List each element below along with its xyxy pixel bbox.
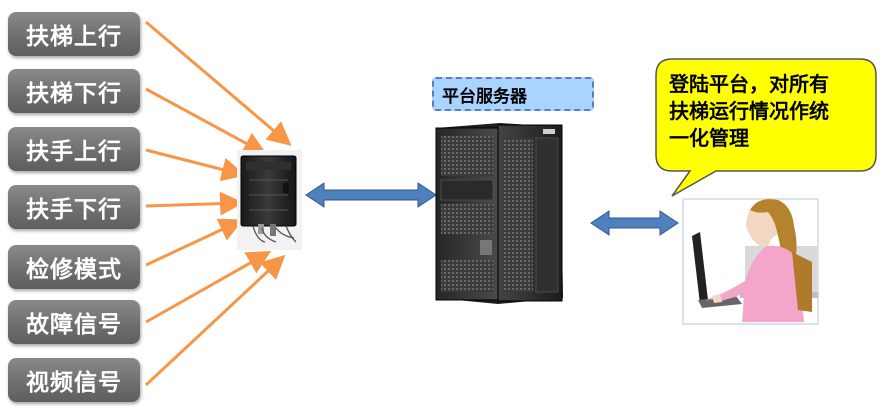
arrow-escalator-down	[145, 87, 268, 155]
bubble-line-3: 一化管理	[669, 126, 749, 150]
speech-bubble	[655, 58, 877, 197]
link-arrow-cabinet-server	[305, 182, 437, 208]
signal-box-handrail-down: 扶手下行	[8, 185, 140, 229]
arrow-maintenance-mode	[145, 218, 244, 267]
arrow-handrail-down	[145, 191, 244, 216]
arrow-video-signal	[144, 254, 286, 387]
link-arrow-server-user	[590, 210, 679, 236]
signal-box-escalator-down: 扶梯下行	[8, 69, 140, 113]
bubble-line-2: 扶梯运行情况作统	[669, 99, 829, 123]
server-label: 平台服务器	[432, 77, 594, 111]
input-arrows	[144, 20, 292, 387]
arrow-handrail-up	[145, 148, 246, 182]
signal-box-fault-signal: 故障信号	[8, 300, 140, 344]
bubble-text: 登陆平台，对所有 扶梯运行情况作统 一化管理	[669, 71, 869, 152]
signal-box-video-signal: 视频信号	[8, 358, 140, 402]
arrow-escalator-up	[145, 20, 292, 146]
signal-box-escalator-up: 扶梯上行	[8, 12, 140, 56]
controller-cabinet	[237, 150, 302, 250]
user-at-computer	[682, 198, 819, 325]
arrow-fault-signal	[145, 251, 272, 324]
server-rack	[435, 123, 563, 304]
bubble-line-1: 登陆平台，对所有	[669, 72, 829, 96]
signal-box-handrail-up: 扶手上行	[8, 127, 140, 171]
signal-box-maintenance-mode: 检修模式	[8, 245, 140, 289]
